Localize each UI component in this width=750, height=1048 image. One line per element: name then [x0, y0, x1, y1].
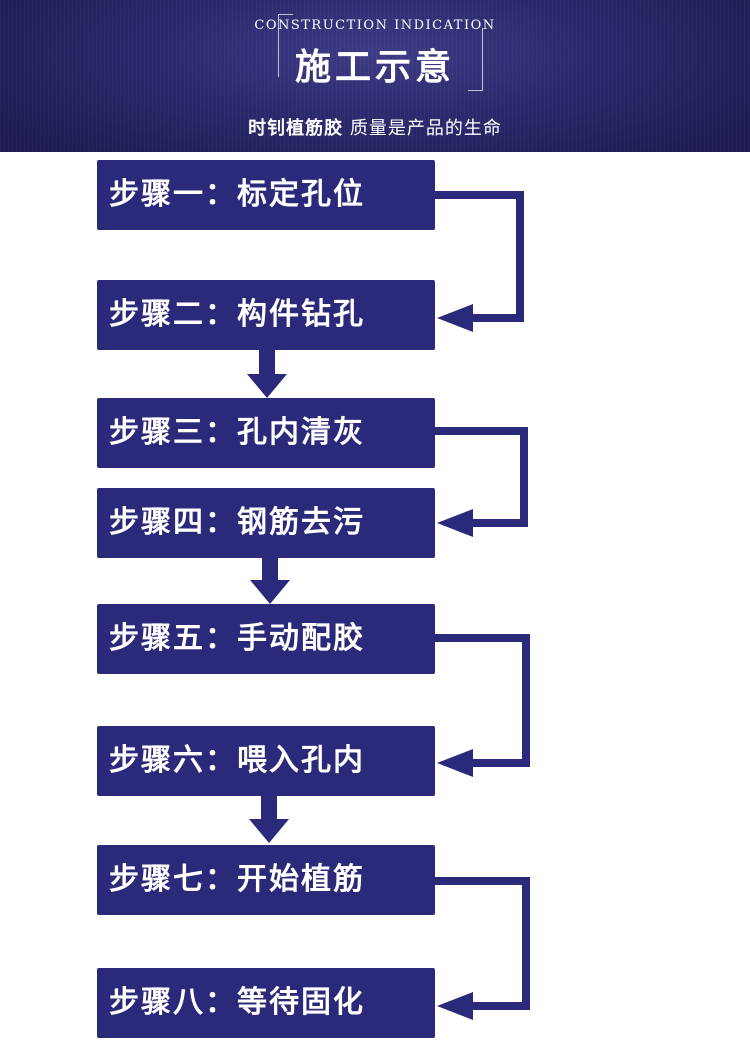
step-8: 步骤八：等待固化 [97, 968, 435, 1038]
step-7: 步骤七：开始植筋 [97, 845, 435, 915]
step-4-label: 钢筋去污 [237, 505, 365, 540]
header-banner: CONSTRUCTION INDICATION 施工示意 时钊植筋胶 质量是产品… [0, 0, 750, 152]
arrowhead-6-7 [249, 819, 289, 843]
header-title: 施工示意 [294, 47, 455, 88]
step-2: 步骤二：构件钻孔 [97, 280, 435, 350]
slogan-brand: 时钊植筋胶 [248, 118, 344, 139]
connector-7-8 [435, 877, 530, 1010]
arrowhead-1-2 [437, 304, 473, 332]
step-3-prefix: 步骤三： [109, 415, 237, 450]
step-3: 步骤三：孔内清灰 [97, 398, 435, 468]
header-slogan: 时钊植筋胶 质量是产品的生命 [0, 114, 750, 140]
slogan-text: 质量是产品的生命 [349, 118, 502, 139]
step-6-prefix: 步骤六： [109, 743, 237, 778]
header-subtitle-en: CONSTRUCTION INDICATION [254, 18, 496, 33]
arrow-shaft-4-5 [262, 556, 278, 580]
arrow-shaft-2-3 [259, 350, 275, 374]
step-8-label: 等待固化 [237, 985, 365, 1020]
step-5: 步骤五：手动配胶 [97, 604, 435, 674]
connector-1-2 [435, 191, 524, 322]
arrowhead-7-8 [437, 992, 473, 1020]
step-3-label: 孔内清灰 [237, 415, 365, 450]
step-7-prefix: 步骤七： [109, 862, 237, 897]
step-1: 步骤一：标定孔位 [97, 160, 435, 230]
title-bracket-right [468, 28, 483, 91]
step-2-prefix: 步骤二： [109, 297, 237, 332]
step-1-prefix: 步骤一： [109, 177, 237, 212]
step-4-prefix: 步骤四： [109, 505, 237, 540]
arrowhead-4-5 [250, 580, 290, 604]
arrowhead-3-4 [437, 509, 473, 537]
arrow-shaft-6-7 [261, 795, 277, 819]
step-6-label: 喂入孔内 [237, 743, 365, 778]
step-7-label: 开始植筋 [237, 862, 365, 897]
step-6: 步骤六：喂入孔内 [97, 726, 435, 796]
connector-5-6 [435, 634, 530, 767]
step-1-label: 标定孔位 [237, 177, 365, 212]
step-4: 步骤四：钢筋去污 [97, 488, 435, 558]
step-5-label: 手动配胶 [237, 621, 365, 656]
connector-3-4 [435, 427, 528, 527]
arrowhead-2-3 [247, 374, 287, 398]
step-8-prefix: 步骤八： [109, 985, 237, 1020]
arrowhead-5-6 [437, 749, 473, 777]
title-bracket-left [278, 14, 293, 77]
step-2-label: 构件钻孔 [237, 297, 365, 332]
step-5-prefix: 步骤五： [109, 621, 237, 656]
